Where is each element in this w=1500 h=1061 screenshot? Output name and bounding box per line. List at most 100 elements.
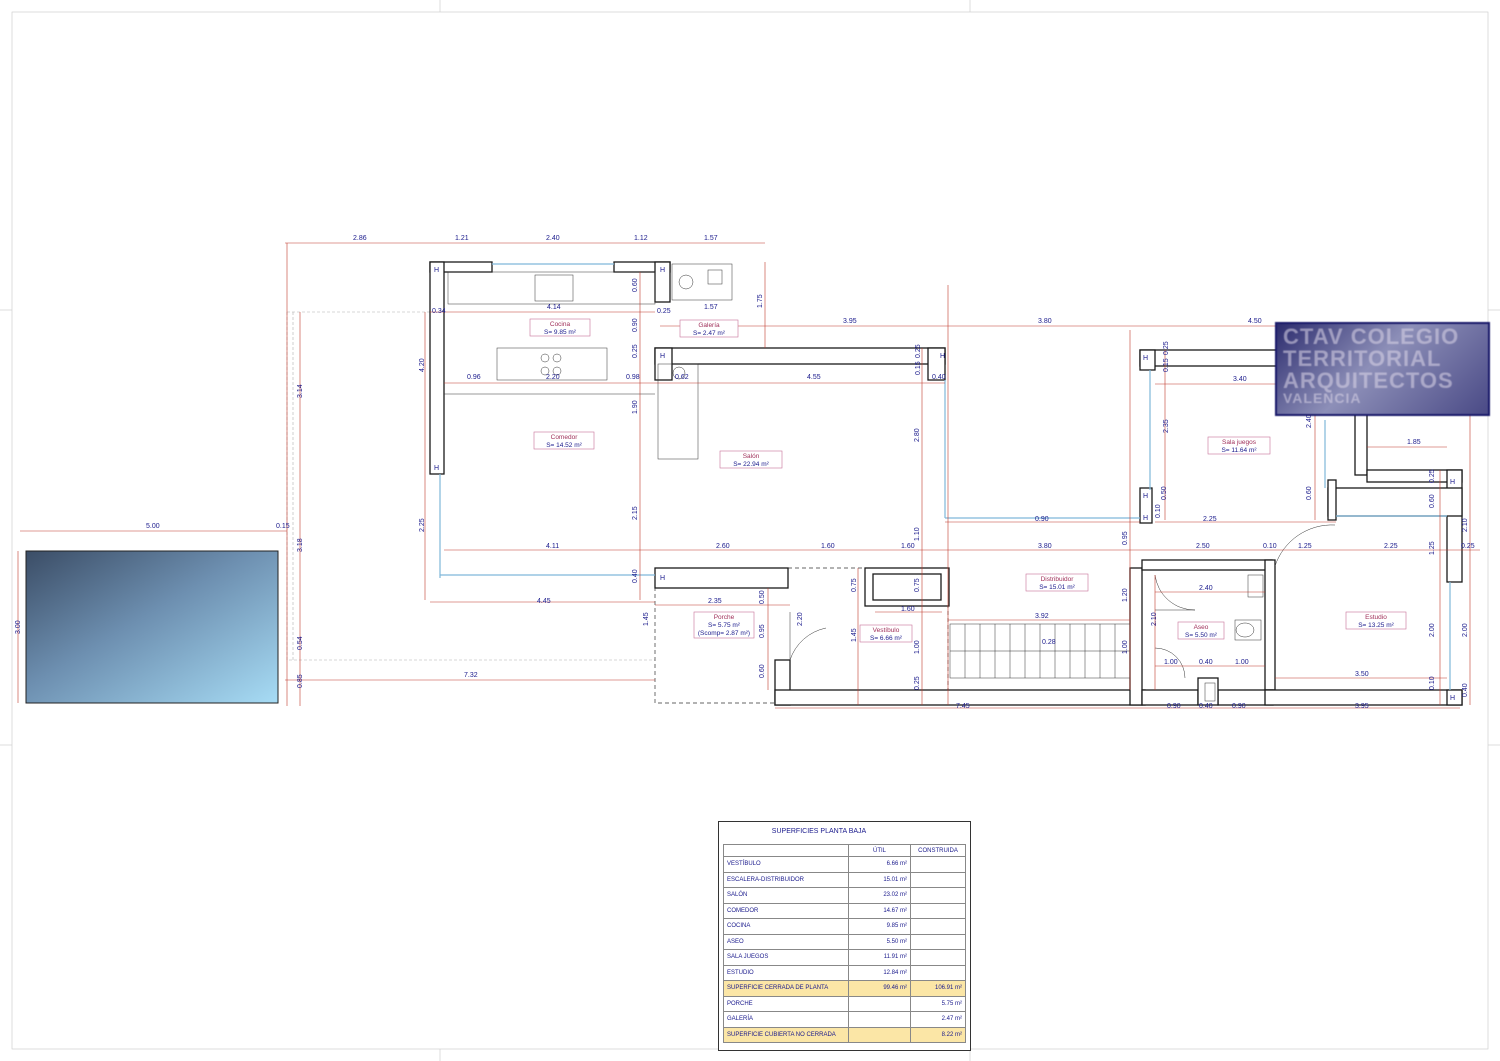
svg-text:0.98: 0.98	[626, 374, 640, 381]
svg-text:S= 22.94 m²: S= 22.94 m²	[733, 461, 769, 468]
svg-text:0.60: 0.60	[632, 278, 639, 292]
svg-text:2.35: 2.35	[708, 598, 722, 605]
header-util: ÚTIL	[848, 844, 911, 857]
svg-text:5.00: 5.00	[146, 523, 160, 530]
svg-text:3.92: 3.92	[1035, 613, 1049, 620]
staircase	[949, 623, 1131, 679]
svg-text:0.60: 0.60	[1429, 494, 1436, 508]
svg-text:2.25: 2.25	[1203, 516, 1217, 523]
svg-text:0.60: 0.60	[759, 664, 766, 678]
room-label-sala-juegos: Sala juegos S= 11.64 m²	[1207, 436, 1271, 455]
svg-text:0.34: 0.34	[432, 308, 446, 315]
svg-text:2.40: 2.40	[1306, 414, 1313, 428]
cell-construida	[910, 964, 966, 981]
room-label-estudio: Estudio S= 13.25 m²	[1345, 611, 1407, 630]
svg-text:3.00: 3.00	[15, 620, 22, 634]
svg-text:2.40: 2.40	[546, 235, 560, 242]
svg-text:H: H	[660, 267, 665, 274]
svg-text:0.25: 0.25	[632, 344, 639, 358]
svg-text:S= 5.75 m²: S= 5.75 m²	[708, 622, 741, 629]
walls	[429, 261, 1463, 706]
pool	[25, 550, 279, 704]
svg-text:H: H	[940, 353, 945, 360]
svg-text:0.60: 0.60	[1306, 486, 1313, 500]
svg-text:1.45: 1.45	[851, 628, 858, 642]
svg-text:1.75: 1.75	[757, 294, 764, 308]
svg-text:(Scomp= 2.87 m²): (Scomp= 2.87 m²)	[698, 630, 750, 637]
cell-construida: 106.91 m²	[910, 980, 966, 997]
svg-text:0.50: 0.50	[759, 590, 766, 604]
svg-text:0.25: 0.25	[1163, 341, 1170, 355]
interior-details	[444, 263, 1336, 702]
svg-text:0.25: 0.25	[657, 308, 671, 315]
svg-text:0.90: 0.90	[1167, 703, 1181, 710]
svg-text:2.60: 2.60	[716, 543, 730, 550]
stamp-line-3: ARQUITECTOS	[1283, 368, 1454, 393]
room-label-galeria: Galería S= 2.47 m²	[679, 319, 739, 338]
svg-text:3.18: 3.18	[297, 538, 304, 552]
cell-name: ESCALERA-DISTRIBUIDOR	[723, 871, 849, 888]
svg-text:S= 9.85 m²: S= 9.85 m²	[544, 329, 577, 336]
svg-text:0.28: 0.28	[1042, 639, 1056, 646]
svg-text:0.15: 0.15	[276, 523, 290, 530]
dimension-texts: 2.86 1.21 2.40 1.12 1.57 1.57 1.75 4.14 …	[15, 235, 1475, 710]
svg-text:2.20: 2.20	[546, 374, 560, 381]
cell-construida: 2.47 m²	[910, 1011, 966, 1028]
glazing	[439, 263, 1451, 690]
cell-util: 23.02 m²	[848, 887, 911, 904]
svg-text:Cocina: Cocina	[550, 321, 571, 328]
svg-text:1.00: 1.00	[1235, 659, 1249, 666]
svg-text:H: H	[660, 353, 665, 360]
svg-text:0.10: 0.10	[1263, 543, 1277, 550]
svg-text:Sala juegos: Sala juegos	[1222, 439, 1257, 446]
svg-text:7.45: 7.45	[956, 703, 970, 710]
svg-text:H: H	[1143, 355, 1148, 362]
cell-construida: 8.22 m²	[910, 1026, 966, 1043]
svg-text:0.40: 0.40	[1462, 683, 1469, 697]
svg-text:3.80: 3.80	[1038, 318, 1052, 325]
svg-text:4.50: 4.50	[1248, 318, 1262, 325]
svg-text:Galería: Galería	[698, 322, 720, 329]
cell-util: 11.91 m²	[848, 949, 911, 966]
svg-text:Vestíbulo: Vestíbulo	[873, 627, 900, 634]
svg-text:3.95: 3.95	[1355, 703, 1369, 710]
room-label-vestibulo: Vestíbulo S= 6.66 m²	[859, 624, 913, 643]
svg-text:1.25: 1.25	[1298, 543, 1312, 550]
svg-text:1.12: 1.12	[634, 235, 648, 242]
svg-text:1.60: 1.60	[901, 543, 915, 550]
room-label-distribuidor: Distribuidor S= 15.01 m²	[1025, 573, 1089, 592]
svg-text:Salón: Salón	[743, 453, 760, 460]
svg-text:H: H	[660, 575, 665, 582]
svg-text:Distribuidor: Distribuidor	[1041, 576, 1075, 583]
svg-text:Porche: Porche	[714, 614, 735, 621]
cell-util	[848, 995, 911, 1012]
svg-text:7.32: 7.32	[464, 672, 478, 679]
svg-text:0.54: 0.54	[297, 636, 304, 650]
columns: H H H H H H H H H H H	[434, 267, 1455, 702]
cell-construida	[910, 871, 966, 888]
svg-text:1.25: 1.25	[1429, 541, 1436, 555]
svg-text:0.40: 0.40	[1199, 659, 1213, 666]
cell-construida	[910, 887, 966, 904]
svg-text:S= 5.50 m²: S= 5.50 m²	[1185, 632, 1218, 639]
svg-text:3.40: 3.40	[1233, 376, 1247, 383]
cell-name: SUPERFICIE CERRADA DE PLANTA	[723, 980, 849, 997]
room-label-cocina: Cocina S= 9.85 m²	[529, 318, 591, 337]
svg-text:2.15: 2.15	[632, 506, 639, 520]
header-blank	[723, 844, 849, 857]
cell-util: 99.46 m²	[848, 980, 911, 997]
svg-text:0.96: 0.96	[467, 374, 481, 381]
table-title: SUPERFICIES PLANTA BAJA	[771, 828, 867, 835]
svg-text:2.25: 2.25	[419, 518, 426, 532]
svg-text:0.10: 0.10	[1429, 676, 1436, 690]
svg-text:4.11: 4.11	[546, 543, 559, 550]
cell-util: 9.85 m²	[848, 918, 911, 935]
